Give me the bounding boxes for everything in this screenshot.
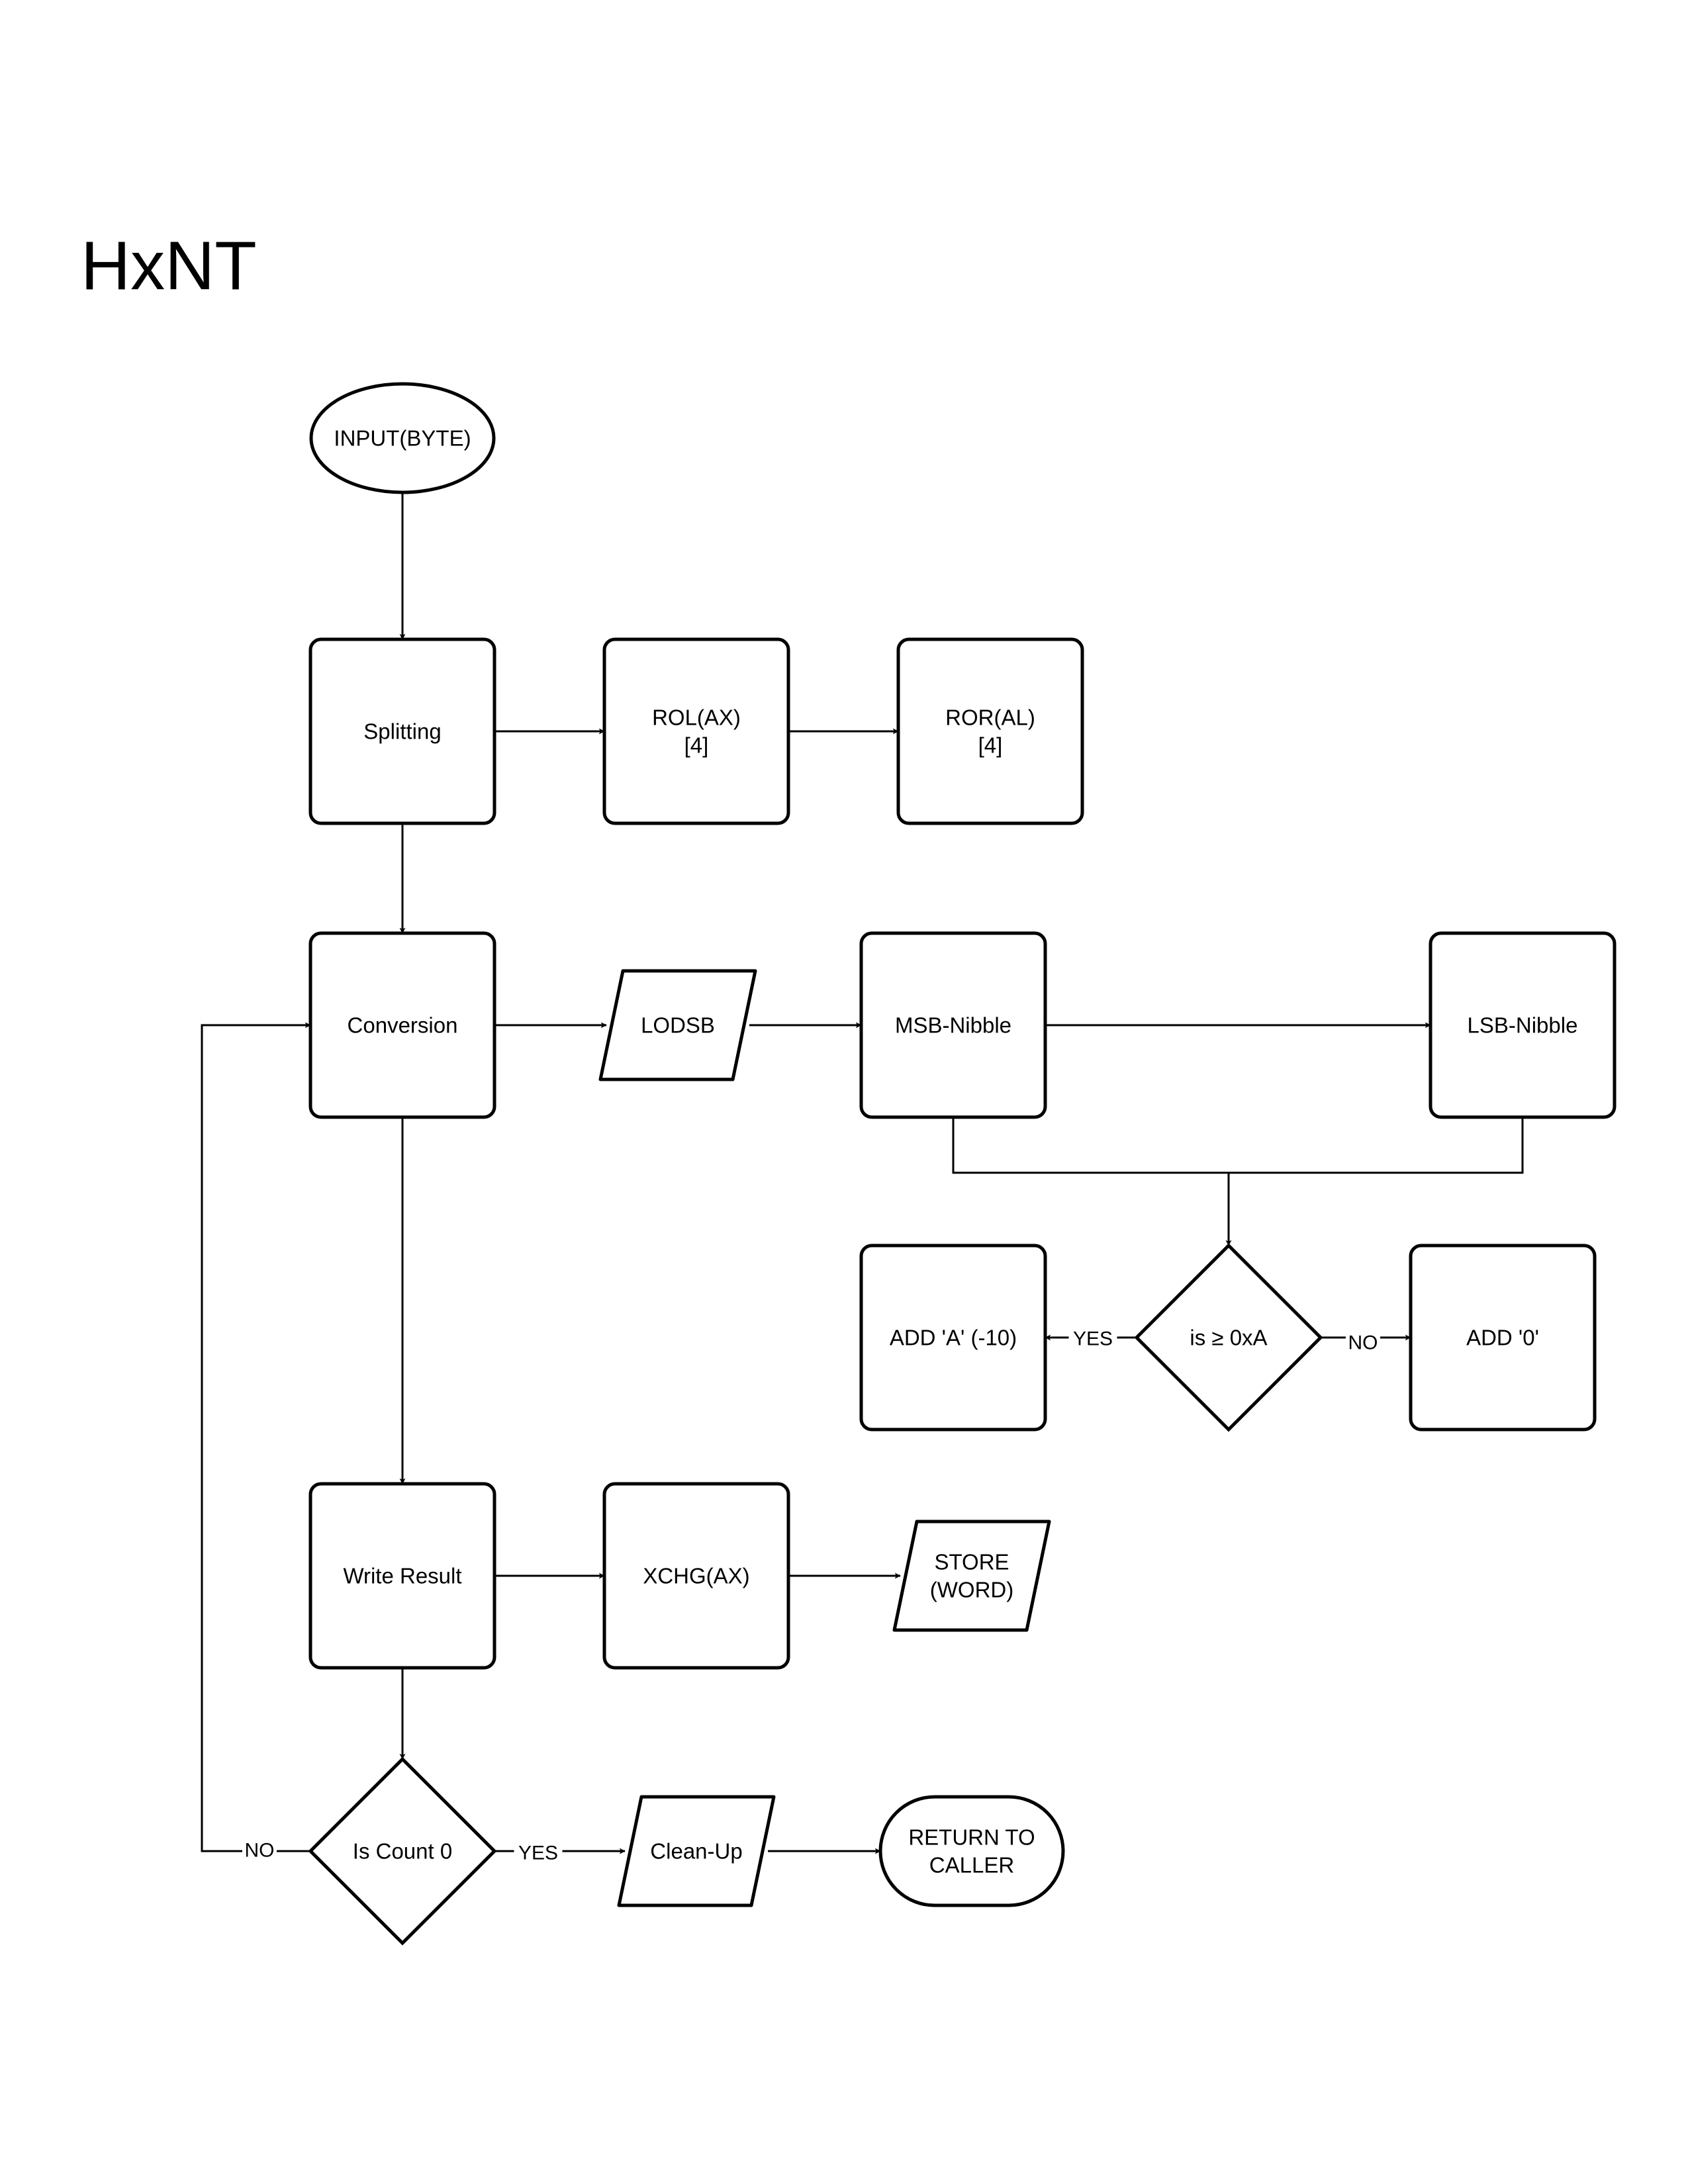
node-write: Write Result (308, 1482, 496, 1670)
node-msb: MSB-Nibble (859, 931, 1047, 1119)
node-splitting: Splitting (308, 637, 496, 825)
node-lodsb-label: LODSB (641, 1013, 715, 1038)
edge-label-bg (1068, 1327, 1117, 1351)
node-rol-label: [4] (684, 733, 709, 758)
node-conversion-label: Conversion (348, 1013, 458, 1038)
node-conversion: Conversion (308, 931, 496, 1119)
node-return: RETURN TO CALLER (878, 1795, 1065, 1907)
node-return-stadium (878, 1795, 1065, 1907)
node-conversion-rect (308, 931, 496, 1119)
node-add_a: ADD 'A' (-10) (859, 1244, 1047, 1432)
node-input: INPUT(BYTE) (309, 382, 496, 494)
node-input-label: INPUT(BYTE) (334, 426, 471, 451)
node-store-parallelogram (892, 1520, 1051, 1632)
node-write-rect (308, 1482, 496, 1670)
node-cleanup: Clean-Up (617, 1795, 776, 1907)
node-lsb: LSB-Nibble (1429, 931, 1617, 1119)
node-msb-rect (859, 931, 1047, 1119)
diagram-title: HxNT (81, 228, 257, 304)
node-splitting-label: Splitting (363, 719, 441, 744)
node-cleanup-label: Clean-Up (650, 1839, 742, 1864)
node-msb-label: MSB-Nibble (895, 1013, 1011, 1038)
node-is_count-diamond (308, 1756, 497, 1946)
edge-msb-to-is_hex (952, 1117, 1232, 1246)
edge-lsb-to-is_hex (1229, 1117, 1524, 1174)
node-cleanup-parallelogram (617, 1795, 776, 1907)
node-rol-rect (602, 637, 790, 825)
node-xchg-label: XCHG(AX) (643, 1564, 749, 1588)
edge-label-no: NO (1348, 1332, 1378, 1354)
node-ror-rect (896, 637, 1084, 825)
edge-label-bg (514, 1841, 563, 1865)
node-ror: ROR(AL) [4] (896, 637, 1084, 825)
node-is_hex-diamond (1134, 1243, 1323, 1432)
node-add_a-rect (859, 1244, 1047, 1432)
node-lsb-label: LSB-Nibble (1468, 1013, 1578, 1038)
node-is_count: Is Count 0 (308, 1756, 497, 1946)
edge-label-bg (242, 1839, 277, 1862)
node-is_count-label: Is Count 0 (353, 1839, 452, 1864)
edge-is_count-to-conversion (201, 1022, 311, 1852)
node-lodsb: LODSB (598, 969, 757, 1081)
node-store: STORE (WORD) (892, 1520, 1051, 1632)
edge-label-yes: YES (1073, 1328, 1113, 1350)
node-ror-label: ROR(AL) (945, 705, 1035, 730)
node-xchg: XCHG(AX) (602, 1482, 790, 1670)
node-is_hex-label: is ≥ 0xA (1190, 1326, 1267, 1350)
edge-label-bg (1346, 1331, 1380, 1355)
node-xchg-rect (602, 1482, 790, 1670)
node-add_0-label: ADD '0' (1466, 1326, 1539, 1350)
node-return-label: RETURN TO (908, 1825, 1035, 1850)
edge-label-yes: YES (518, 1843, 558, 1864)
node-rol: ROL(AX) [4] (602, 637, 790, 825)
node-add_a-label: ADD 'A' (-10) (890, 1326, 1017, 1350)
node-store-label: STORE (934, 1550, 1009, 1574)
node-add_0: ADD '0' (1409, 1244, 1597, 1432)
node-is_hex: is ≥ 0xA (1134, 1243, 1323, 1432)
node-lsb-rect (1429, 931, 1617, 1119)
node-write-label: Write Result (343, 1564, 461, 1588)
node-lodsb-parallelogram (598, 969, 757, 1081)
node-ror-label: [4] (978, 733, 1003, 758)
edge-label-no: NO (245, 1840, 275, 1862)
node-store-label: (WORD) (930, 1578, 1013, 1602)
node-rol-label: ROL(AX) (652, 705, 741, 730)
node-add_0-rect (1409, 1244, 1597, 1432)
node-return-label: CALLER (929, 1853, 1014, 1878)
node-input-ellipse (309, 382, 496, 494)
node-splitting-rect (308, 637, 496, 825)
